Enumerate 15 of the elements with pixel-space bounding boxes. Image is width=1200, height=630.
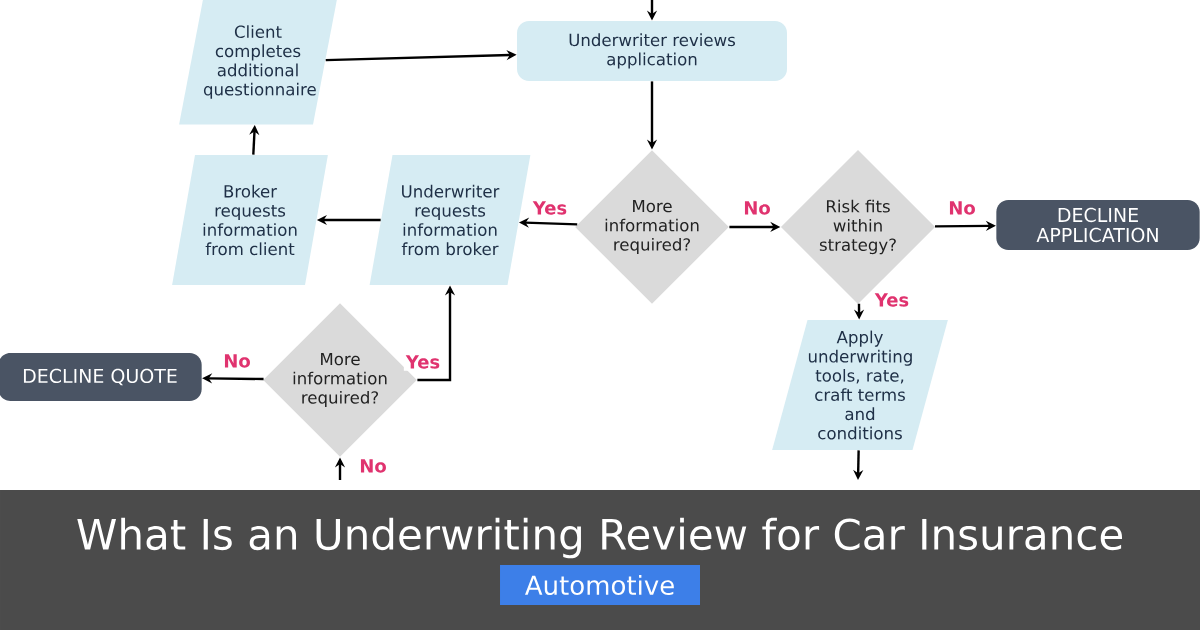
- edge-label: Yes: [874, 293, 909, 307]
- category-badge: Automotive: [500, 565, 700, 605]
- process-parallelogram: Broker requests information from client: [172, 155, 328, 285]
- terminal-box: DECLINE APPLICATION: [996, 200, 1200, 250]
- edge-label: No: [224, 354, 250, 368]
- terminal-box: DECLINE QUOTE: [0, 353, 202, 401]
- process-parallelogram: Client completes additional questionnaire: [179, 0, 337, 125]
- edge-label: No: [949, 201, 975, 215]
- edge-label: Yes: [532, 201, 567, 215]
- edge-label: No: [744, 201, 770, 215]
- edge-label: No: [360, 459, 386, 473]
- process-box: Underwriter reviews application: [517, 21, 787, 81]
- process-parallelogram: Underwriter requests information from broker: [369, 155, 531, 285]
- process-parallelogram: Apply underwriting tools, rate, craft terms and conditions: [772, 320, 948, 450]
- edge-label: Yes: [405, 355, 440, 369]
